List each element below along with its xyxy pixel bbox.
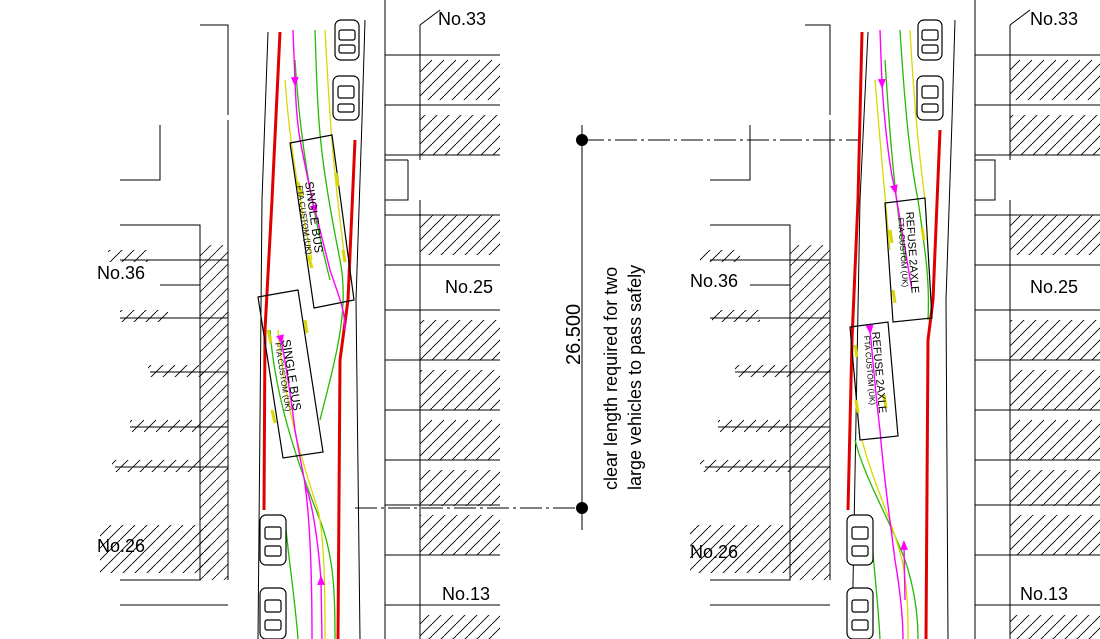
kerb-lines-left: [262, 31, 357, 639]
parked-car-top-right: [917, 19, 943, 61]
dimension-value: 26.500: [563, 304, 585, 365]
dimension-note-line2: large vehicles to pass safely: [625, 265, 645, 490]
dimension-annotation: 26.500 clear length required for two lar…: [355, 125, 860, 530]
dimension-note-line1: clear length required for two: [601, 267, 621, 490]
vehicle-paths-right: [865, 29, 913, 639]
parked-car-4-left: [259, 587, 287, 639]
parked-car-2-left: [332, 75, 360, 121]
bus-outline-upper-left: [289, 134, 355, 309]
body-lines-left: [269, 29, 346, 639]
dimension-point-top: [576, 134, 588, 146]
parked-car-3-left: [259, 514, 287, 566]
house-label-no26-left: No.26: [97, 536, 146, 556]
house-label-no13-left: No.13: [442, 584, 491, 604]
east-hatching-right: [1010, 60, 1100, 639]
kerb-lines-right: [846, 31, 942, 639]
bus-outline-lower-left: [257, 289, 324, 459]
east-boundaries-right: [974, 0, 1100, 639]
east-hatching-left: [420, 60, 500, 639]
house-label-no33-right: No.33: [1030, 9, 1079, 29]
parked-car-2-right: [916, 75, 944, 121]
house-label-no33-left: No.33: [438, 9, 487, 29]
house-label-no26-right: No.26: [690, 542, 739, 562]
left-panel: SINGLE BUS FTA CUSTOM (UK) SINGLE BUS FT…: [100, 0, 500, 639]
road-edges-left: [257, 19, 366, 639]
dimension-point-bottom: [576, 502, 588, 514]
vehicle-paths-left: [276, 29, 346, 639]
house-label-no25-left: No.25: [445, 277, 494, 297]
body-lines-right: [854, 29, 930, 639]
refuse-name-upper-right: REFUSE 2AXLE: [903, 211, 921, 294]
refuse-outline-upper-right: [884, 197, 933, 323]
parked-car-top-left: [334, 19, 360, 61]
road-edges-right: [851, 19, 956, 639]
parked-car-3-right: [846, 514, 874, 566]
house-label-no36-left: No.36: [97, 263, 146, 283]
house-label-no36-right: No.36: [690, 271, 739, 291]
refuse-outline-lower-right: [849, 321, 899, 441]
parked-car-4-right: [846, 587, 874, 639]
house-label-no13-right: No.13: [1020, 584, 1069, 604]
right-panel: REFUSE 2AXLE FTA CUSTOM (UK) REFUSE 2AXL…: [690, 0, 1100, 639]
west-hatching-left: [100, 245, 228, 580]
house-label-no25-right: No.25: [1030, 277, 1079, 297]
west-hatching-right: [690, 245, 830, 580]
